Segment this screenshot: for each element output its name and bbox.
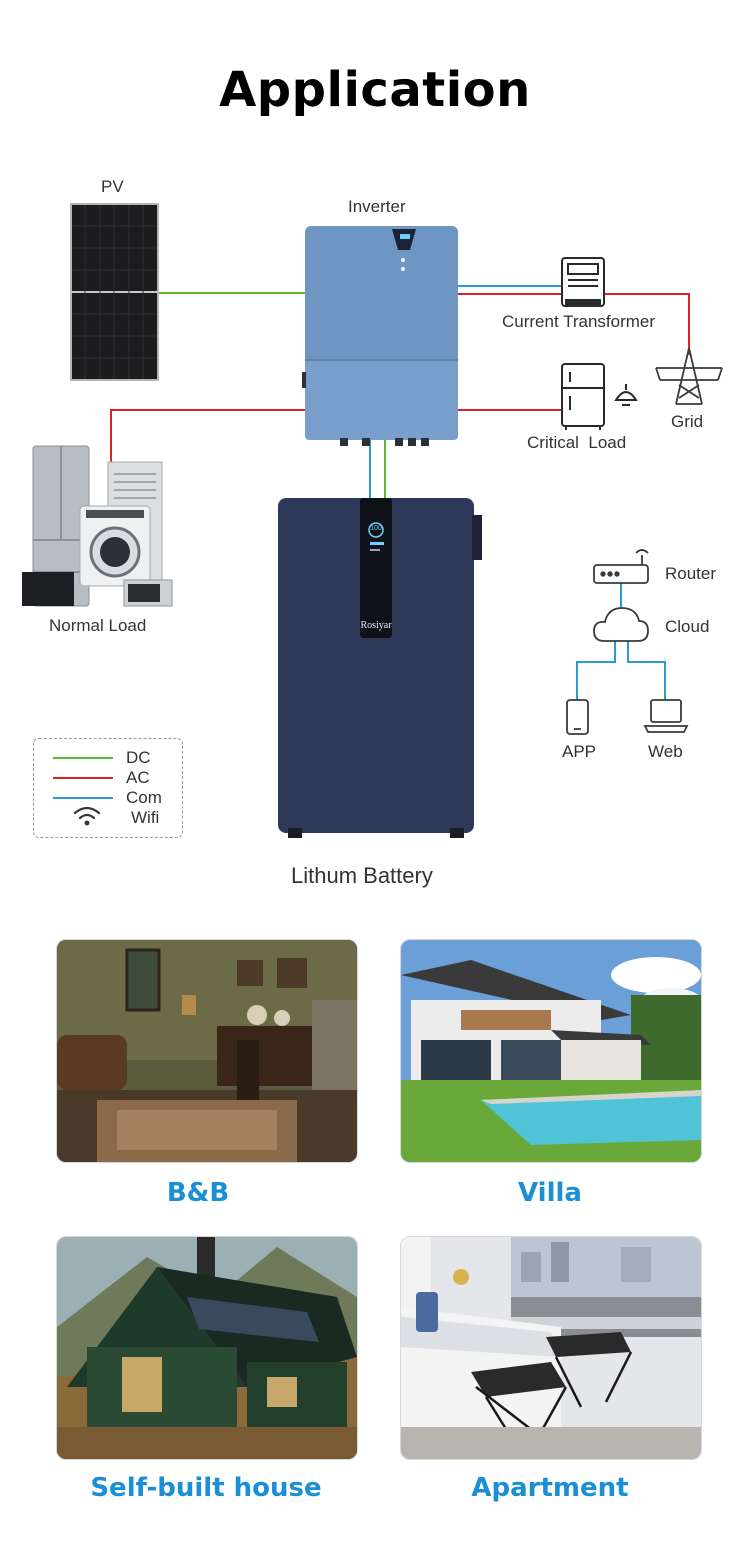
laptop-icon: [643, 699, 689, 733]
web-label: Web: [648, 742, 683, 761]
system-diagram: [22, 203, 723, 838]
com-line-web: [627, 641, 666, 700]
battery-brand-logo: Rosiyar: [360, 620, 392, 631]
app-label: APP: [562, 742, 597, 761]
wiring: [110, 285, 690, 700]
ac-line-normal: [110, 409, 305, 470]
legend-com-label: Com: [126, 788, 162, 807]
router-icon: [593, 549, 649, 584]
battery-icon: [278, 498, 482, 838]
legend-ac-swatch: [53, 777, 113, 779]
inverter-icon: [302, 226, 458, 446]
page-title: Application: [219, 62, 531, 118]
critical-load-label: Critical Load: [527, 433, 627, 452]
critical-load-icon: [561, 363, 638, 430]
normal-load-icon: [22, 445, 173, 607]
cloud-icon: [593, 607, 649, 642]
pv-label: PV: [101, 177, 124, 196]
battery-display-value: 100: [370, 525, 382, 532]
photo-apartment: [400, 1236, 702, 1460]
caption-apartment: Apartment: [471, 1473, 629, 1503]
cloud-label: Cloud: [665, 617, 710, 636]
grid-tower-icon: [655, 347, 723, 405]
inverter-label: Inverter: [348, 197, 406, 216]
router-label: Router: [665, 564, 717, 583]
legend-item-ac: AC: [34, 768, 182, 788]
legend-dc-swatch: [53, 757, 113, 759]
current-transformer-icon: [561, 257, 605, 307]
photo-villa: [400, 939, 702, 1163]
current-transformer-label: Current Transformer: [502, 312, 656, 331]
villa-image: [401, 940, 701, 1162]
legend-ac-label: AC: [126, 768, 150, 787]
legend-item-dc: DC: [34, 748, 182, 768]
cabin-image: [57, 1237, 357, 1459]
battery-label: Lithum Battery: [291, 863, 433, 888]
normal-load-label: Normal Load: [49, 616, 147, 635]
ac-line-grid: [604, 293, 690, 355]
legend-dc-label: DC: [126, 748, 151, 767]
legend-item-wifi: Wifi: [34, 806, 182, 828]
legend-wifi-label: Wifi: [131, 808, 160, 827]
photo-self-built-house: [56, 1236, 358, 1460]
com-line-app: [576, 641, 616, 700]
apartment-image: [401, 1237, 701, 1459]
phone-icon: [566, 699, 589, 735]
legend-com-swatch: [53, 797, 113, 799]
pv-panel-icon: [70, 203, 159, 381]
bnb-room-image: [57, 940, 357, 1162]
photo-bnb: [56, 939, 358, 1163]
legend: DC AC Com Wifi: [33, 738, 183, 838]
legend-item-com: Com: [34, 788, 182, 808]
caption-self-built-house: Self-built house: [90, 1473, 322, 1503]
wifi-icon: [73, 806, 101, 826]
caption-villa: Villa: [518, 1178, 582, 1208]
grid-label: Grid: [671, 412, 704, 431]
caption-bnb: B&B: [166, 1178, 230, 1208]
